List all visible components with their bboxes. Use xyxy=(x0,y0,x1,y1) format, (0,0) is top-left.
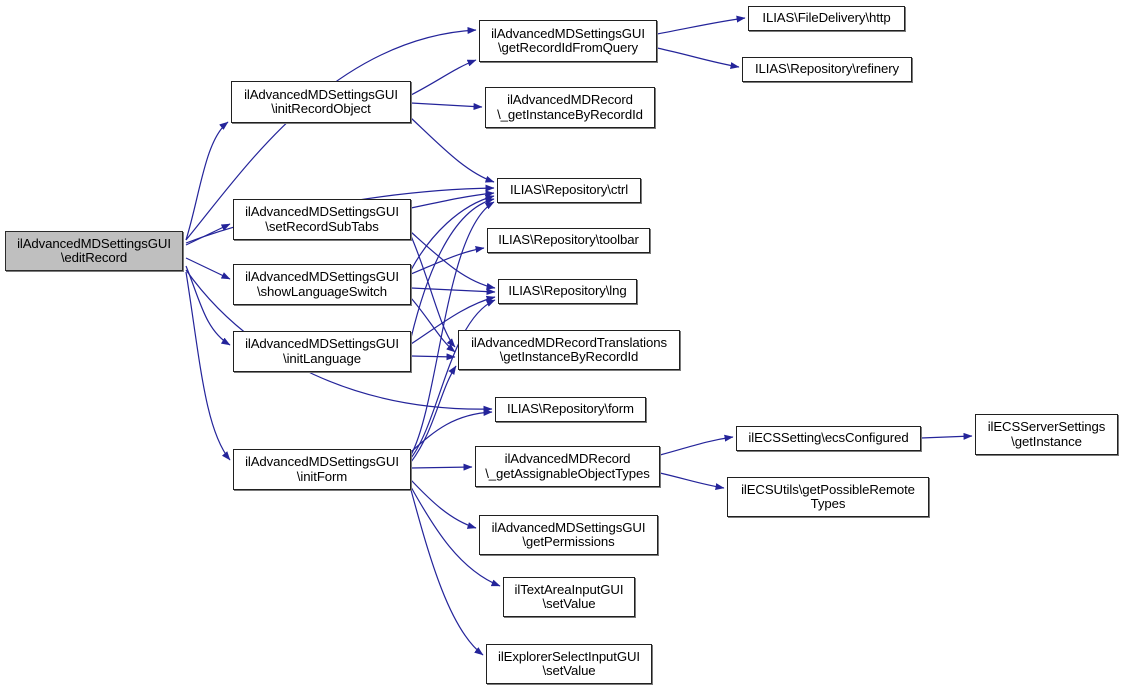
node-label-initLanguage: ilAdvancedMDSettingsGUI \initLanguage xyxy=(245,336,399,366)
node-fileDeliveryHttp[interactable]: ILIAS\FileDelivery\http xyxy=(748,6,905,31)
edge-assignableObjectTypes-to-ecsConfigured xyxy=(659,434,734,456)
edge-assignableObjectTypes-to-ecsPossibleRemote xyxy=(659,472,725,491)
edge-editRecord-to-initLanguage xyxy=(185,265,231,346)
node-label-fileDeliveryHttp: ILIAS\FileDelivery\http xyxy=(762,10,891,26)
node-showLanguageSwitch[interactable]: ilAdvancedMDSettingsGUI \showLanguageSwi… xyxy=(233,264,411,305)
node-label-textAreaSetValue: ilTextAreaInputGUI \setValue xyxy=(514,581,624,611)
node-textAreaSetValue[interactable]: ilTextAreaInputGUI \setValue xyxy=(503,577,635,617)
node-label-refinery: ILIAS\Repository\refinery xyxy=(754,61,900,77)
node-explorerSetValue[interactable]: ilExplorerSelectInputGUI \setValue xyxy=(486,644,652,684)
node-initLanguage[interactable]: ilAdvancedMDSettingsGUI \initLanguage xyxy=(233,331,411,372)
node-toolbar[interactable]: ILIAS\Repository\toolbar xyxy=(487,228,650,253)
node-refinery[interactable]: ILIAS\Repository\refinery xyxy=(742,57,912,82)
node-label-initForm: ilAdvancedMDSettingsGUI \initForm xyxy=(245,454,399,484)
node-label-ecsPossibleRemote: ilECSUtils\getPossibleRemote Types xyxy=(741,481,915,511)
node-getRecordIdFromQuery[interactable]: ilAdvancedMDSettingsGUI \getRecordIdFrom… xyxy=(479,20,657,62)
edge-showLanguageSwitch-to-toolbar xyxy=(410,245,485,275)
node-label-initRecordObject: ilAdvancedMDSettingsGUI \initRecordObjec… xyxy=(244,86,398,116)
edge-setRecordSubTabs-to-recordTranslations xyxy=(410,235,456,348)
edge-initLanguage-to-ctrl xyxy=(410,197,495,339)
node-label-toolbar: ILIAS\Repository\toolbar xyxy=(498,232,639,248)
node-setRecordSubTabs[interactable]: ilAdvancedMDSettingsGUI \setRecordSubTab… xyxy=(233,199,411,240)
edge-getRecordIdFromQuery-to-refinery xyxy=(656,47,740,70)
edge-initForm-to-assignableObjectTypes xyxy=(410,463,473,471)
node-ctrl[interactable]: ILIAS\Repository\ctrl xyxy=(497,178,641,203)
edge-editRecord-to-showLanguageSwitch xyxy=(185,257,231,280)
node-label-form: ILIAS\Repository\form xyxy=(507,401,634,417)
node-editRecord[interactable]: ilAdvancedMDSettingsGUI \editRecord xyxy=(5,231,183,271)
node-label-editRecord: ilAdvancedMDSettingsGUI \editRecord xyxy=(17,235,171,265)
node-label-recordTranslations: ilAdvancedMDRecordTranslations \getInsta… xyxy=(471,334,667,364)
node-label-getInstanceByRecordId: ilAdvancedMDRecord \_getInstanceByRecord… xyxy=(497,92,643,122)
node-ecsConfigured[interactable]: ilECSSetting\ecsConfigured xyxy=(736,426,921,451)
edge-initLanguage-to-lng xyxy=(410,295,496,345)
edge-initForm-to-lng xyxy=(410,299,496,459)
node-getPermissions[interactable]: ilAdvancedMDSettingsGUI \getPermissions xyxy=(479,515,658,555)
node-label-ctrl: ILIAS\Repository\ctrl xyxy=(509,182,629,198)
edge-editRecord-to-setRecordSubTabs xyxy=(185,223,231,246)
node-label-getRecordIdFromQuery: ilAdvancedMDSettingsGUI \getRecordIdFrom… xyxy=(491,25,645,55)
edge-showLanguageSwitch-to-recordTranslations xyxy=(410,297,456,353)
edge-setRecordSubTabs-to-ctrl xyxy=(410,190,495,209)
edge-initForm-to-getPermissions xyxy=(410,479,477,529)
edge-getRecordIdFromQuery-to-fileDeliveryHttp xyxy=(656,15,746,35)
edge-initRecordObject-to-ctrl xyxy=(410,117,495,183)
node-initRecordObject[interactable]: ilAdvancedMDSettingsGUI \initRecordObjec… xyxy=(231,81,411,123)
node-label-ecsServerSettings: ilECSServerSettings \getInstance xyxy=(987,419,1106,449)
edge-initRecordObject-to-getInstanceByRecordId xyxy=(410,102,483,111)
edge-initForm-to-form xyxy=(410,408,493,453)
edges xyxy=(185,15,973,656)
edge-editRecord-to-form xyxy=(185,269,493,413)
node-label-explorerSetValue: ilExplorerSelectInputGUI \setValue xyxy=(498,648,640,678)
node-label-getPermissions: ilAdvancedMDSettingsGUI \getPermissions xyxy=(491,519,646,549)
edge-editRecord-to-initRecordObject xyxy=(185,121,229,241)
edge-initForm-to-recordTranslations xyxy=(410,365,457,463)
edge-initForm-to-textAreaSetValue xyxy=(410,486,501,587)
node-label-ecsConfigured: ilECSSetting\ecsConfigured xyxy=(748,430,909,446)
edge-initForm-to-ctrl xyxy=(410,201,495,456)
edge-initLanguage-to-recordTranslations xyxy=(410,353,456,361)
node-label-showLanguageSwitch: ilAdvancedMDSettingsGUI \showLanguageSwi… xyxy=(245,269,399,299)
node-initForm[interactable]: ilAdvancedMDSettingsGUI \initForm xyxy=(233,449,411,490)
node-assignableObjectTypes[interactable]: ilAdvancedMDRecord \_getAssignableObject… xyxy=(475,446,660,487)
node-label-lng: ILIAS\Repository\lng xyxy=(508,283,627,299)
edge-initRecordObject-to-getRecordIdFromQuery xyxy=(410,59,477,96)
node-getInstanceByRecordId[interactable]: ilAdvancedMDRecord \_getInstanceByRecord… xyxy=(485,87,655,128)
node-ecsPossibleRemote[interactable]: ilECSUtils\getPossibleRemote Types xyxy=(727,477,929,517)
edge-initForm-to-explorerSetValue xyxy=(410,489,484,656)
node-label-setRecordSubTabs: ilAdvancedMDSettingsGUI \setRecordSubTab… xyxy=(245,204,399,234)
edge-setRecordSubTabs-to-lng xyxy=(410,231,496,290)
node-label-assignableObjectTypes: ilAdvancedMDRecord \_getAssignableObject… xyxy=(485,451,650,481)
edge-showLanguageSwitch-to-lng xyxy=(410,287,496,296)
edge-ecsConfigured-to-ecsServerSettings xyxy=(920,432,973,440)
node-lng[interactable]: ILIAS\Repository\lng xyxy=(498,279,637,304)
edge-editRecord-to-initForm xyxy=(185,271,231,461)
node-recordTranslations[interactable]: ilAdvancedMDRecordTranslations \getInsta… xyxy=(458,330,680,370)
node-form[interactable]: ILIAS\Repository\form xyxy=(495,397,646,422)
edge-showLanguageSwitch-to-ctrl xyxy=(410,194,495,271)
node-ecsServerSettings[interactable]: ilECSServerSettings \getInstance xyxy=(975,414,1118,455)
